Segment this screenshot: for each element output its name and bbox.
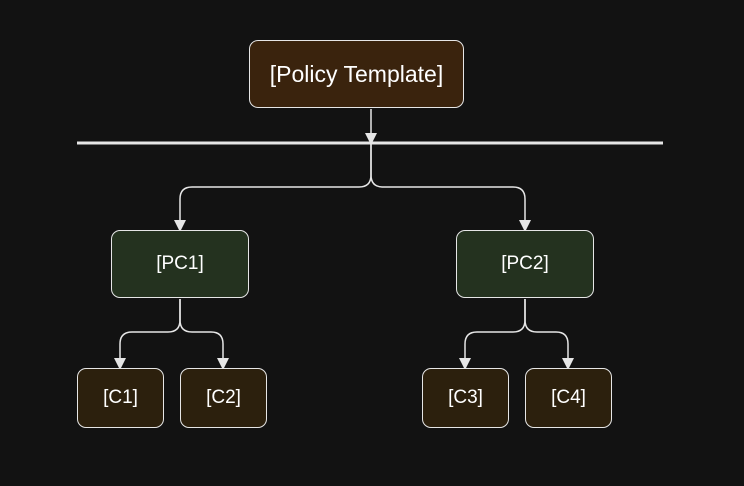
connector-pc1-to-c1 bbox=[114, 299, 181, 370]
child-node-c2: [C2] bbox=[180, 368, 267, 428]
child-node-label: [C2] bbox=[206, 387, 241, 408]
parent-node-pc1: [PC1] bbox=[111, 230, 249, 298]
connector-pc2-to-c4 bbox=[524, 299, 574, 370]
connector-pc2-to-c3 bbox=[459, 299, 526, 370]
child-node-label: [C4] bbox=[551, 387, 586, 408]
child-node-label: [C1] bbox=[103, 387, 138, 408]
child-node-c1: [C1] bbox=[77, 368, 164, 428]
child-node-c3: [C3] bbox=[422, 368, 509, 428]
connector-to-pc2 bbox=[370, 143, 531, 232]
child-node-c4: [C4] bbox=[525, 368, 612, 428]
child-node-label: [C3] bbox=[448, 387, 483, 408]
parent-node-label: [PC2] bbox=[501, 253, 549, 274]
connector-to-pc1 bbox=[174, 143, 372, 232]
root-node-policy-template: [Policy Template] bbox=[249, 40, 464, 108]
parent-node-label: [PC1] bbox=[156, 253, 204, 274]
parent-node-pc2: [PC2] bbox=[456, 230, 594, 298]
root-node-label: [Policy Template] bbox=[269, 60, 444, 87]
connector-pc1-to-c2 bbox=[179, 299, 229, 370]
